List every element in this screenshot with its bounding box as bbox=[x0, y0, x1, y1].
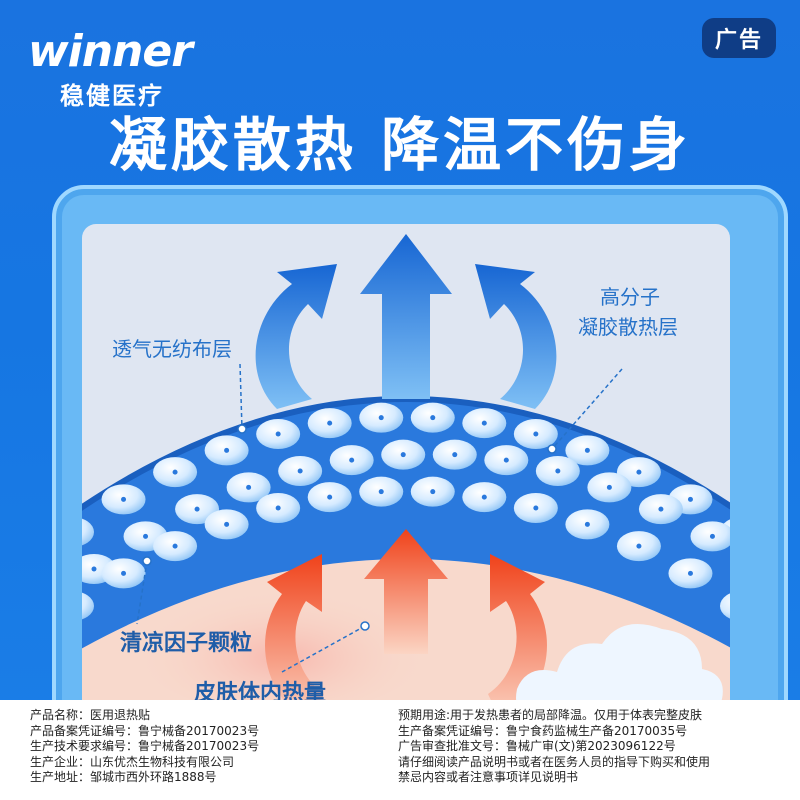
footer-line: 生产企业：山东优杰生物科技有限公司 bbox=[30, 754, 235, 769]
label-nonwoven: 透气无纺布层 bbox=[112, 337, 232, 361]
particle-core bbox=[430, 415, 436, 421]
footer-line: 产品名称：医用退热贴 bbox=[30, 708, 151, 722]
particle-core bbox=[121, 496, 127, 502]
brand-chinese-name: 稳健医疗 bbox=[60, 82, 164, 110]
particle-core bbox=[555, 468, 561, 474]
particle-core bbox=[378, 489, 384, 495]
footer-line: 产品备案凭证编号：鲁宁械备20170023号 bbox=[30, 723, 260, 738]
layer-diagram bbox=[82, 234, 730, 724]
ad-badge: 广告 bbox=[702, 18, 776, 58]
label-cooling: 清凉因子颗粒 bbox=[120, 631, 253, 656]
heat-arrow-left bbox=[265, 554, 324, 724]
cooling-particles bbox=[82, 402, 730, 620]
footer-line: 请仔细阅读产品说明书或者在医务人员的指导下购买和使用 bbox=[398, 754, 711, 769]
particle-core bbox=[658, 506, 664, 512]
particle-core bbox=[584, 447, 590, 453]
particle-core bbox=[327, 420, 333, 426]
particle-core bbox=[481, 420, 487, 426]
particle-core bbox=[452, 452, 458, 458]
particle-core bbox=[636, 469, 642, 475]
particle-core bbox=[327, 494, 333, 500]
particle-core bbox=[709, 533, 715, 539]
particle-core bbox=[275, 505, 281, 511]
particle-core bbox=[636, 543, 642, 549]
particle-core bbox=[687, 496, 693, 502]
heat-arrow-center bbox=[364, 529, 448, 654]
particle-core bbox=[172, 469, 178, 475]
particle-core bbox=[297, 468, 303, 474]
particle-core bbox=[143, 533, 149, 539]
footer-line: 禁忌内容或者注意事项详见说明书 bbox=[398, 770, 579, 784]
particle-core bbox=[584, 521, 590, 527]
particle-core bbox=[503, 457, 509, 463]
particle-core bbox=[481, 494, 487, 500]
particle-core bbox=[378, 415, 384, 421]
label-gel-line2: 凝胶散热层 bbox=[578, 315, 678, 339]
particle-core bbox=[91, 566, 97, 572]
particle-core bbox=[400, 452, 406, 458]
particle-core bbox=[606, 484, 612, 490]
cooling-particle bbox=[720, 593, 730, 619]
cool-arrow-right bbox=[475, 264, 557, 409]
cool-arrow-center bbox=[360, 234, 452, 399]
footer-right: 预期用途:用于发热患者的局部降温。仅用于体表完整皮肤 生产备案凭证编号：鲁宁食药… bbox=[398, 708, 710, 786]
particle-core bbox=[533, 505, 539, 511]
particle-core bbox=[349, 457, 355, 463]
brand-wordmark: winner bbox=[28, 26, 193, 77]
particle-core bbox=[246, 484, 252, 490]
headline: 凝胶散热 降温不伤身 bbox=[108, 111, 692, 179]
cooling-particle bbox=[82, 518, 94, 546]
cool-arrow-left bbox=[255, 264, 337, 409]
footer-left: 产品名称：医用退热贴 产品备案凭证编号：鲁宁械备20170023号 生产技术要求… bbox=[30, 708, 259, 786]
cooling-particle bbox=[82, 592, 94, 620]
regulatory-footer: 产品名称：医用退热贴 产品备案凭证编号：鲁宁械备20170023号 生产技术要求… bbox=[0, 700, 800, 800]
particle-core bbox=[687, 570, 693, 576]
particle-core bbox=[194, 506, 200, 512]
particle-core bbox=[224, 521, 230, 527]
footer-line: 生产备案凭证编号：鲁宁食药监械生产备20170035号 bbox=[398, 723, 688, 738]
particle-core bbox=[224, 447, 230, 453]
footer-line: 生产技术要求编号：鲁宁械备20170023号 bbox=[30, 739, 260, 753]
particle-core bbox=[275, 431, 281, 437]
footer-line: 预期用途:用于发热患者的局部降温。仅用于体表完整皮肤 bbox=[398, 708, 703, 722]
footer-line: 广告审查批准文号：鲁械广审(文)第2023096122号 bbox=[398, 739, 676, 753]
brand-logo: winner 稳健医疗 bbox=[28, 26, 193, 111]
cloud-decoration bbox=[516, 624, 723, 719]
particle-core bbox=[430, 489, 436, 495]
particle-core bbox=[121, 570, 127, 576]
label-gel-line1: 高分子 bbox=[600, 285, 660, 309]
particle-core bbox=[172, 543, 178, 549]
particle-core bbox=[533, 431, 539, 437]
footer-line: 生产地址：邹城市西外环路1888号 bbox=[30, 770, 217, 784]
diagram-panel: 透气无纺布层 高分子 凝胶散热层 清凉因子颗粒 皮肤体内热量 bbox=[82, 224, 730, 724]
